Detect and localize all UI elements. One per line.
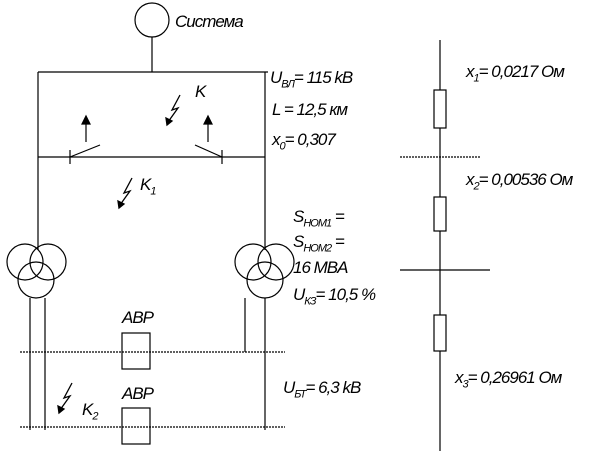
fault-k1-label: K1 bbox=[140, 175, 156, 198]
system-source-icon bbox=[134, 2, 170, 38]
line-x0: x0= 0,307 bbox=[272, 130, 336, 153]
line-length: L = 12,5 км bbox=[272, 100, 348, 119]
fault-k2-label: K2 bbox=[82, 400, 98, 423]
low-bus-voltage: UБТ= 6,3 kB bbox=[283, 378, 361, 401]
equivalent-circuit bbox=[400, 40, 490, 451]
switch-right bbox=[194, 114, 223, 164]
transformer-rating: 16 MBA bbox=[293, 258, 348, 277]
fault-arrows bbox=[57, 94, 181, 415]
avr-box-2 bbox=[121, 407, 151, 445]
avr-box-1 bbox=[121, 332, 151, 370]
x2-value: x2= 0,00536 Ом bbox=[466, 170, 573, 193]
transformer-s2: SНОМ2 = bbox=[293, 232, 345, 255]
x1-value: x1= 0,0217 Ом bbox=[466, 62, 565, 85]
system-label: Система bbox=[175, 12, 244, 31]
x3-value: x3= 0,26961 Ом bbox=[455, 368, 562, 391]
transformer-uk: UКЗ= 10,5 % bbox=[293, 285, 376, 308]
avr-label-1: ABP bbox=[122, 308, 154, 327]
transformer-left-icon bbox=[6, 243, 67, 299]
transformer-s1: SНОМ1 = bbox=[293, 207, 345, 230]
line-voltage: UВЛ= 115 kB bbox=[270, 68, 353, 91]
switch-left bbox=[69, 114, 101, 164]
avr-label-2: ABP bbox=[122, 384, 154, 403]
fault-k-label: K bbox=[195, 82, 206, 101]
transformer-right-icon bbox=[234, 243, 295, 299]
